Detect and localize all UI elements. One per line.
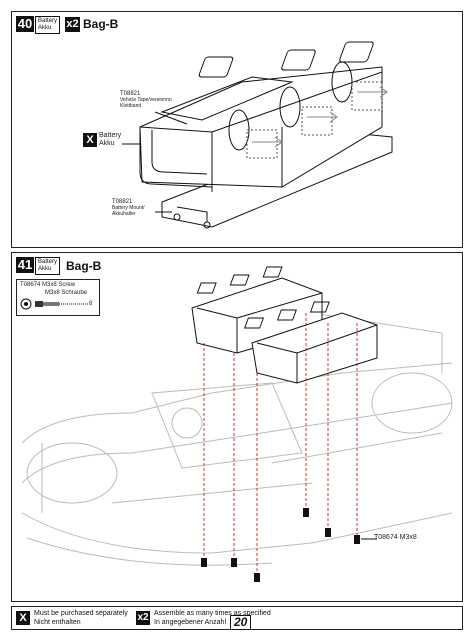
callout-battery-en: Battery <box>99 132 122 139</box>
step-number: 41 <box>16 257 34 273</box>
part-name-de: M3x8 Schraube <box>45 290 88 296</box>
part-name-en: M3x8 Screw <box>42 282 76 288</box>
callout-top-line2: Klettband <box>120 103 142 109</box>
not-included-en: Must be purchased separately <box>34 610 128 617</box>
repeat-de: In angegebener Anzahl <box>154 619 227 626</box>
callout-bottom-code: T08821 <box>112 199 133 205</box>
footer-legend: X Must be purchased separately Nicht ent… <box>11 606 463 630</box>
repeat-mark: x2 <box>136 611 150 625</box>
callout-top-line1: Vehicle Tape/vereinnnn <box>120 97 172 103</box>
repeat-en: Assemble as many times as specified <box>154 610 271 617</box>
step-41-panel: 41 Battery Akku Bag-B T08674 M3x8 Screw … <box>11 252 463 602</box>
screw-icon <box>20 298 89 310</box>
step-40-panel: 40 Battery Akku x2 Bag-B <box>11 11 463 248</box>
callout-bottom: T08821 Battery Mount/ Akkuhalter <box>112 199 145 217</box>
callout-battery-de: Akku <box>99 140 115 147</box>
not-included-mark: X <box>83 133 97 147</box>
step-label-de: Akku <box>38 25 52 31</box>
bag-label: Bag-B <box>66 259 102 273</box>
step-label-en: Battery <box>38 259 58 265</box>
callout-battery: Battery Akku <box>99 132 121 148</box>
callout-bottom-line1: Battery Mount/ <box>112 205 145 211</box>
step-label-de: Akku <box>38 266 52 272</box>
part-line1: T08674 M3x8 Screw <box>20 282 75 289</box>
not-included-de: Nicht enthalten <box>34 619 81 626</box>
callout-top-code: T08821 <box>120 91 141 97</box>
screw-callout: T08674 M3x8 <box>374 534 417 541</box>
callout-top: T08821 Vehicle Tape/vereinnnn Klettband <box>120 91 172 109</box>
step-number: 40 <box>16 16 34 32</box>
chassis-drawing <box>21 266 453 582</box>
bag-label: Bag-B <box>83 17 119 31</box>
step-label: Battery Akku <box>35 257 61 275</box>
part-qty: 8 <box>89 301 93 307</box>
not-included-mark: X <box>16 611 30 625</box>
part-code: T08674 <box>20 282 41 288</box>
qty-badge: x2 <box>65 17 80 32</box>
page-number: 20 <box>230 615 252 630</box>
callout-bottom-line2: Akkuhalter <box>112 211 136 217</box>
step-label: Battery Akku <box>35 16 61 34</box>
part-box: T08674 M3x8 Screw M3x8 Schraube 8 <box>16 279 100 316</box>
battery-holder-drawing <box>122 41 393 229</box>
step-label-en: Battery <box>38 18 58 24</box>
